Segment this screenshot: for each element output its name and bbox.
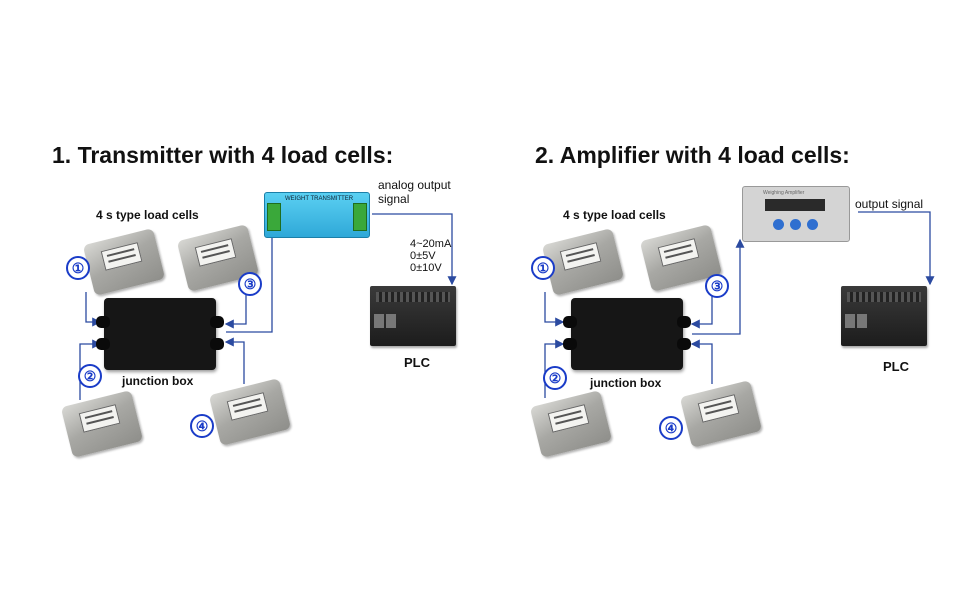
amplifier-button <box>773 219 784 230</box>
gland <box>96 338 110 350</box>
right-cells-label: 4 s type load cells <box>563 208 666 222</box>
left-load-cell-2 <box>60 390 144 458</box>
right-number-2: ② <box>543 366 567 390</box>
right-load-cell-1 <box>541 228 625 296</box>
left-plc <box>370 286 456 346</box>
right-title: 2. Amplifier with 4 load cells: <box>535 142 850 168</box>
gland <box>563 316 577 328</box>
amplifier-display <box>765 199 825 211</box>
left-output-label: analog output signal <box>378 178 451 206</box>
left-junction-label: junction box <box>122 374 194 388</box>
gland <box>210 316 224 328</box>
left-number-3: ③ <box>238 272 262 296</box>
weighing-amplifier: Weighing Amplifier <box>742 186 850 242</box>
right-junction-box <box>563 298 691 370</box>
right-wire-jbox-to-amplifier <box>692 238 745 335</box>
right-plc-label: PLC <box>883 359 909 374</box>
plc-port <box>845 314 855 328</box>
amplifier-button <box>807 219 818 230</box>
left-wire-cell4 <box>224 337 245 384</box>
plc-port <box>386 314 396 328</box>
right-wire-cell1 <box>544 292 565 327</box>
left-wire-cell3 <box>224 290 247 329</box>
right-junction-label: junction box <box>590 376 662 390</box>
gland <box>677 316 691 328</box>
spec-line: 4~20mA <box>410 238 452 250</box>
left-junction-box <box>96 298 224 370</box>
left-signal-spec: 4~20mA 0±5V 0±10V <box>410 238 451 274</box>
plc-port <box>857 314 867 328</box>
left-cells-label: 4 s type load cells <box>96 208 199 222</box>
gland <box>210 338 224 350</box>
left-load-cell-1 <box>82 228 166 296</box>
left-wire-jbox-to-transmitter <box>226 226 277 333</box>
spec-line: 0±5V <box>410 250 436 262</box>
left-wire-cell1 <box>85 292 102 327</box>
gland <box>677 338 691 350</box>
right-load-cell-2 <box>529 390 613 458</box>
weight-transmitter: WEIGHT TRANSMITTER <box>264 192 370 238</box>
right-plc <box>841 286 927 346</box>
gland <box>563 338 577 350</box>
right-number-4: ④ <box>659 416 683 440</box>
right-wire-amplifier-to-plc <box>858 211 935 286</box>
right-wires <box>544 211 935 398</box>
amplifier-button <box>790 219 801 230</box>
plc-ribs <box>847 292 921 302</box>
plc-ribs <box>376 292 450 302</box>
left-number-1: ① <box>66 256 90 280</box>
transmitter-terminal-left <box>267 203 281 231</box>
left-panel: 1. Transmitter with 4 load cells: 4 s ty… <box>52 142 456 458</box>
right-wire-cell3 <box>690 288 713 329</box>
gland <box>96 316 110 328</box>
plc-port <box>374 314 384 328</box>
right-number-3: ③ <box>705 274 729 298</box>
right-panel: 2. Amplifier with 4 load cells: 4 s type… <box>485 0 970 600</box>
right-load-cell-4 <box>679 380 763 448</box>
spec-line: 0±10V <box>410 262 442 274</box>
left-title: 1. Transmitter with 4 load cells: <box>52 142 394 168</box>
left-plc-label: PLC <box>404 355 430 370</box>
right-number-1: ① <box>531 256 555 280</box>
left-number-4: ④ <box>190 414 214 438</box>
left-load-cell-4 <box>208 378 292 446</box>
transmitter-terminal-right <box>353 203 367 231</box>
left-number-2: ② <box>78 364 102 388</box>
right-output-label: output signal <box>855 197 924 211</box>
right-wire-cell4 <box>690 339 713 384</box>
amplifier-label: Weighing Amplifier <box>763 190 805 196</box>
left-wire-transmitter-to-plc <box>372 213 457 286</box>
transmitter-label: WEIGHT TRANSMITTER <box>285 196 354 202</box>
